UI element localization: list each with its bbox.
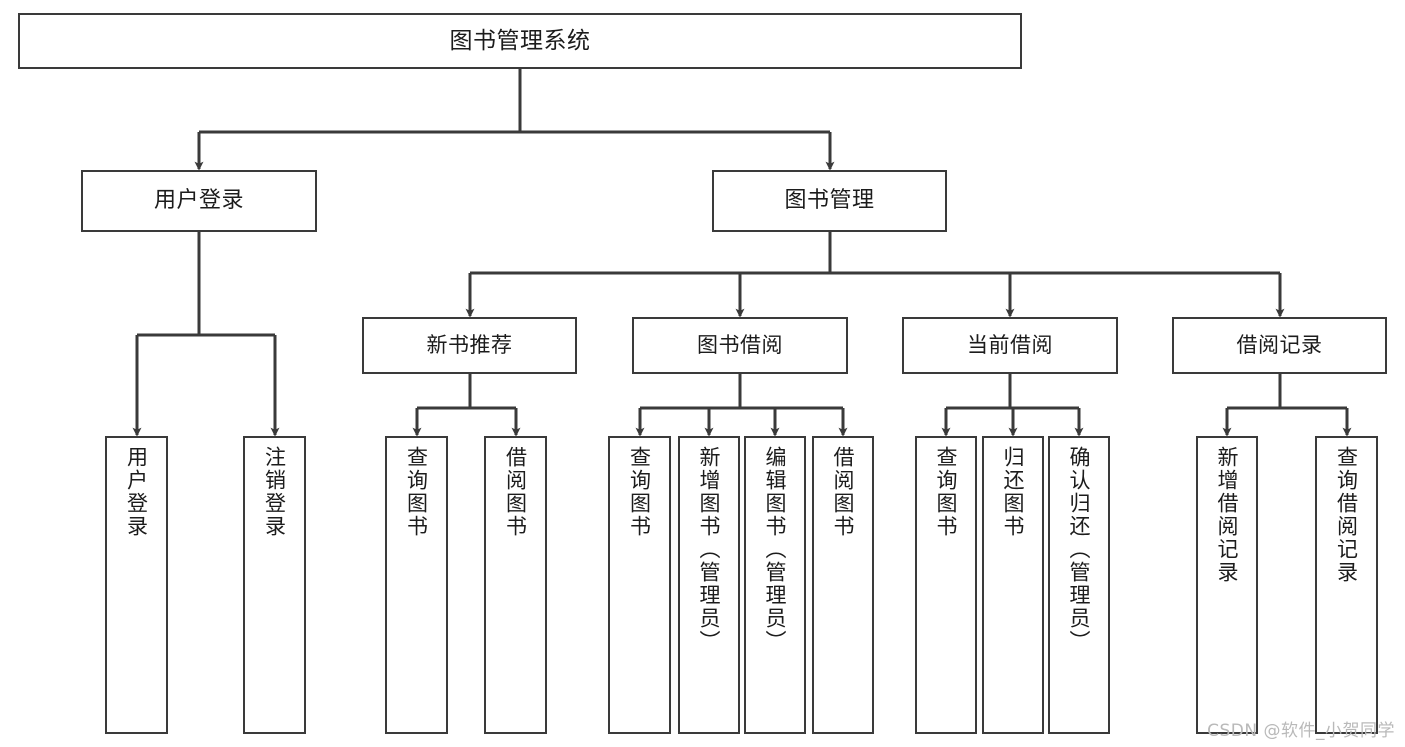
leaf-query-book-3[interactable]: 查询图书: [915, 436, 977, 734]
leaf-query-book-1-label: 查询图书: [404, 446, 429, 538]
leaf-query-record[interactable]: 查询借阅记录: [1315, 436, 1378, 734]
node-book-manage-label: 图书管理: [784, 187, 875, 213]
node-borrow-record[interactable]: 借阅记录: [1172, 317, 1387, 374]
node-user-login-label: 用户登录: [153, 187, 244, 213]
leaf-query-record-label: 查询借阅记录: [1334, 446, 1359, 584]
leaf-query-book-2[interactable]: 查询图书: [608, 436, 671, 734]
node-user-login[interactable]: 用户登录: [81, 170, 317, 232]
node-root[interactable]: 图书管理系统: [18, 13, 1022, 69]
leaf-borrow-book-2-label: 借阅图书: [831, 446, 856, 538]
node-new-book-recommend[interactable]: 新书推荐: [362, 317, 577, 374]
leaf-edit-book-label: 编辑图书（管理员）: [763, 446, 788, 653]
node-book-borrow[interactable]: 图书借阅: [632, 317, 848, 374]
leaf-add-book-label: 新增图书（管理员）: [697, 446, 722, 653]
node-current-borrow-label: 当前借阅: [967, 332, 1053, 357]
leaf-user-login-label: 用户登录: [124, 446, 149, 538]
node-book-borrow-label: 图书借阅: [697, 332, 783, 357]
node-new-book-recommend-label: 新书推荐: [426, 332, 513, 357]
leaf-edit-book[interactable]: 编辑图书（管理员）: [744, 436, 806, 734]
leaf-query-book-1[interactable]: 查询图书: [385, 436, 448, 734]
leaf-borrow-book-1[interactable]: 借阅图书: [484, 436, 547, 734]
leaf-borrow-book-1-label: 借阅图书: [503, 446, 528, 538]
node-current-borrow[interactable]: 当前借阅: [902, 317, 1118, 374]
leaf-add-record[interactable]: 新增借阅记录: [1196, 436, 1258, 734]
node-borrow-record-label: 借阅记录: [1236, 332, 1323, 357]
leaf-confirm-return-label: 确认归还（管理员）: [1067, 446, 1092, 653]
leaf-confirm-return[interactable]: 确认归还（管理员）: [1048, 436, 1110, 734]
leaf-add-record-label: 新增借阅记录: [1215, 446, 1240, 584]
leaf-query-book-3-label: 查询图书: [934, 446, 959, 538]
leaf-return-book-label: 归还图书: [1001, 446, 1026, 538]
node-root-label: 图书管理系统: [449, 27, 591, 54]
node-book-manage[interactable]: 图书管理: [712, 170, 947, 232]
leaf-query-book-2-label: 查询图书: [627, 446, 652, 538]
leaf-user-logout[interactable]: 注销登录: [243, 436, 306, 734]
leaf-return-book[interactable]: 归还图书: [982, 436, 1044, 734]
leaf-user-login[interactable]: 用户登录: [105, 436, 168, 734]
leaf-borrow-book-2[interactable]: 借阅图书: [812, 436, 874, 734]
leaf-user-logout-label: 注销登录: [262, 446, 287, 538]
leaf-add-book[interactable]: 新增图书（管理员）: [678, 436, 740, 734]
